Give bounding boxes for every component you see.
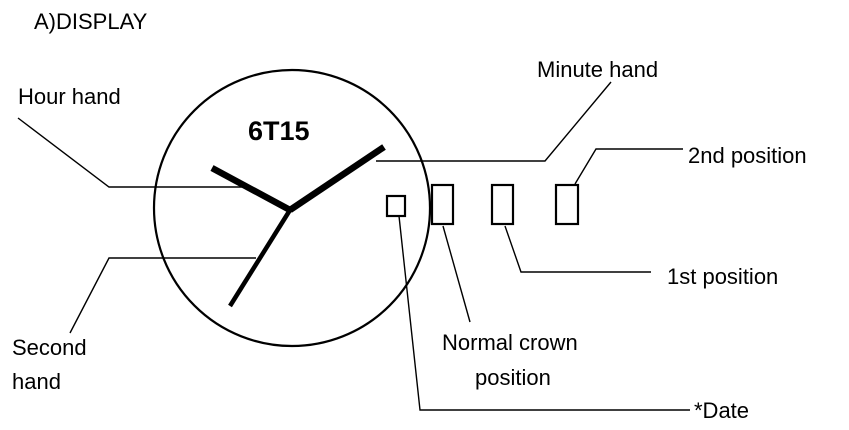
minute-hand-leader [376,81,612,162]
watch-model-label: 6T15 [248,116,310,146]
normal-crown-leader [442,225,471,323]
second-position-leader [574,148,683,185]
crown-2nd-position [554,183,580,226]
first-position-leader [504,225,651,273]
section-title: A)DISPLAY [34,9,148,34]
date-window [385,194,407,218]
date-label: *Date [694,398,749,423]
second-hand-leader [69,257,256,334]
minute-hand [288,144,386,213]
second-hand-label-line2: hand [12,369,61,394]
second-hand [228,208,292,308]
hour-hand-leader [17,117,252,188]
second-position-label: 2nd position [688,143,807,168]
hour-hand [210,165,292,213]
second-hand-label-line1: Second [12,335,87,360]
watch-dial [152,68,432,348]
date-leader [398,215,690,411]
first-position-label: 1st position [667,264,778,289]
normal-crown-label-line2: position [475,365,551,390]
hour-hand-label: Hour hand [18,84,121,109]
crown-1st-position [490,183,515,226]
crown-normal-position [430,183,455,226]
minute-hand-label: Minute hand [537,57,658,82]
normal-crown-label-line1: Normal crown [442,330,578,355]
